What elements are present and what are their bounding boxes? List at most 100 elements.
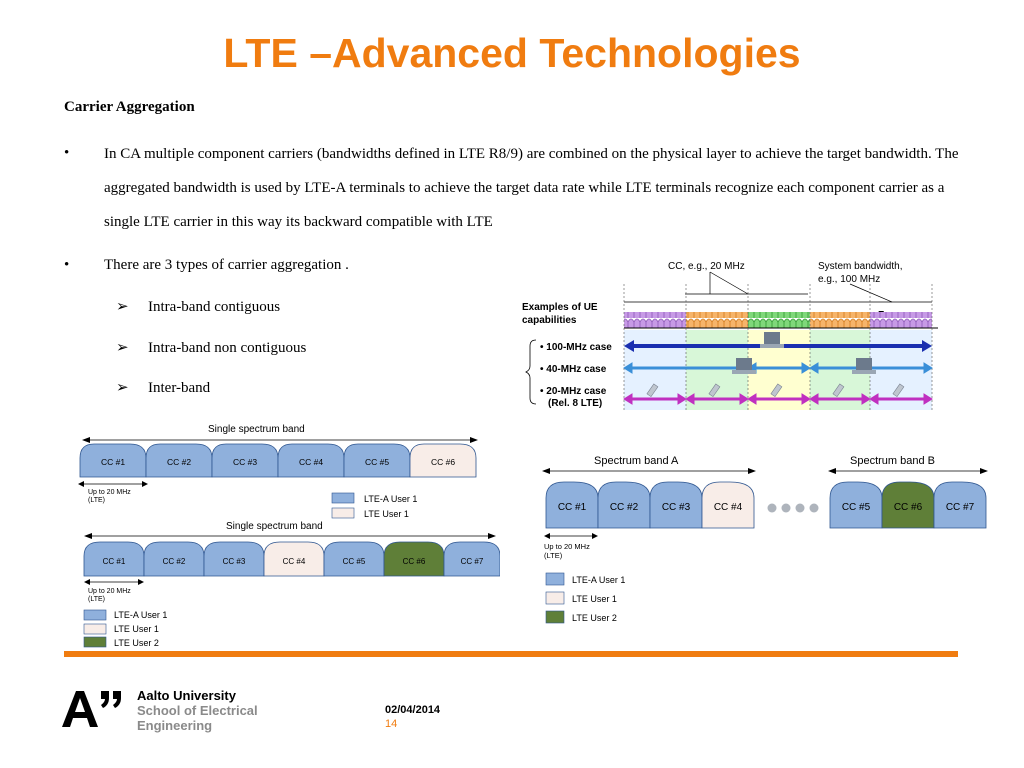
upto-label: Up to 20 MHz <box>544 542 590 551</box>
carrier-block-orange <box>686 312 748 328</box>
carrier-block-green <box>748 312 810 328</box>
bullet-text: In CA multiple component carriers (bandw… <box>104 146 959 230</box>
ue-capabilities-diagram: CC, e.g., 20 MHz System bandwidth, e.g.,… <box>522 261 938 410</box>
legend-label: LTE-A User 1 <box>114 610 167 620</box>
contiguous-ca-diagram: Single spectrum band CC #1 CC #2 CC #3 C… <box>78 424 478 519</box>
svg-text:CC #3: CC #3 <box>662 502 691 513</box>
upto-label-2: (LTE) <box>88 596 105 603</box>
arrow-bullet-icon: ➢ <box>116 340 129 356</box>
legend-swatch <box>331 492 355 504</box>
ue-examples-label-2: capabilities <box>522 315 577 326</box>
arrow-head-icon <box>980 468 988 474</box>
noncontiguous-ca-diagram: Single spectrum band CC #1 CC #2 CC #3 C… <box>83 521 500 648</box>
svg-text:CC #5: CC #5 <box>842 502 871 513</box>
cc-block: CC #7 <box>443 541 500 577</box>
cc-block: CC #1 <box>83 541 145 577</box>
cc-block: CC #5 <box>323 541 385 577</box>
arrow-head-icon <box>82 437 90 443</box>
svg-text:CC #6: CC #6 <box>431 457 455 467</box>
band-label: Single spectrum band <box>208 424 305 435</box>
legend-label: LTE User 1 <box>364 509 409 519</box>
phone-icon <box>892 383 905 398</box>
svg-text:CC #7: CC #7 <box>461 557 484 566</box>
cc-block: CC #6 <box>409 443 477 478</box>
bullet-marker: • <box>64 145 70 161</box>
laptop-icon <box>760 332 784 348</box>
svg-text:CC #2: CC #2 <box>610 502 639 513</box>
case-40mhz: • 40-MHz case <box>540 364 607 375</box>
cc-block: CC #4 <box>701 481 755 529</box>
bullet-text: There are 3 types of carrier aggregation… <box>104 257 349 273</box>
legend-label: LTE-A User 1 <box>572 575 625 585</box>
column-bg <box>870 330 932 410</box>
arrow-bullet-icon: ➢ <box>116 299 129 315</box>
cc-block: CC #6 <box>383 541 445 577</box>
legend-label: LTE-A User 1 <box>364 494 417 504</box>
cc-block: CC #5 <box>343 443 411 478</box>
svg-text:CC #4: CC #4 <box>714 502 743 513</box>
svg-text:CC #1: CC #1 <box>103 557 126 566</box>
cc-block: CC #3 <box>203 541 265 577</box>
ue-examples-label: Examples of UE <box>522 302 598 313</box>
legend-label: LTE User 1 <box>572 594 617 604</box>
legend-label: LTE User 2 <box>114 638 159 648</box>
arrow-head-icon <box>78 481 84 487</box>
phone-icon <box>708 383 721 398</box>
slide-title: LTE –Advanced Technologies <box>223 30 801 76</box>
cc-block: CC #7 <box>933 481 987 529</box>
sysbw-pointer-line <box>849 283 893 303</box>
school-name: School of Electrical <box>137 703 258 718</box>
svg-text:CC #5: CC #5 <box>343 557 366 566</box>
carrier-block-purple <box>870 312 932 328</box>
cc-block: CC #3 <box>211 443 279 478</box>
legend-swatch <box>83 623 107 635</box>
legend-swatch <box>545 572 565 586</box>
svg-text:CC #4: CC #4 <box>283 557 306 566</box>
arrow-head-icon <box>470 437 478 443</box>
case-100mhz: • 100-MHz case <box>540 342 612 353</box>
phone-icon <box>646 383 659 398</box>
cc-block: CC #1 <box>79 443 147 478</box>
svg-text:CC #3: CC #3 <box>223 557 246 566</box>
bullet-marker: • <box>64 257 70 273</box>
arrow-head-icon <box>84 579 90 585</box>
svg-text:CC #4: CC #4 <box>299 457 323 467</box>
arrow-head-icon <box>922 340 932 352</box>
svg-text:CC #7: CC #7 <box>946 502 975 513</box>
upto-label: Up to 20 MHz <box>88 489 131 496</box>
cc-block: CC #5 <box>829 481 883 529</box>
case-brace <box>525 339 537 405</box>
laptop-icon <box>732 358 756 374</box>
column-bg <box>624 330 686 410</box>
school-name-2: Engineering <box>137 718 213 733</box>
svg-text:CC #6: CC #6 <box>403 557 426 566</box>
cc-block: CC #2 <box>145 443 213 478</box>
svg-text:CC #2: CC #2 <box>163 557 186 566</box>
cc-block: CC #6 <box>881 481 935 529</box>
svg-text:CC #5: CC #5 <box>365 457 389 467</box>
cc-block: CC #4 <box>277 443 345 478</box>
arrow-head-icon <box>84 533 92 539</box>
upto-label-2: (LTE) <box>544 551 563 560</box>
legend-swatch <box>331 507 355 519</box>
carrier-block-purple <box>624 312 686 328</box>
slide-date: 02/04/2014 <box>385 704 441 716</box>
footer-rule <box>64 651 958 657</box>
bullet-2: • There are 3 types of carrier aggregati… <box>0 257 520 277</box>
arrow-head-icon <box>142 481 148 487</box>
legend-label: LTE User 1 <box>114 624 159 634</box>
legend-swatch <box>83 636 107 648</box>
section-heading: Carrier Aggregation <box>64 99 195 115</box>
system-bandwidth-label: System bandwidth, <box>818 261 903 272</box>
band-b-label: Spectrum band B <box>850 455 935 467</box>
case-20mhz-note: (Rel. 8 LTE) <box>548 398 602 409</box>
subitem-interband: ➢Inter-band <box>116 380 211 396</box>
phone-icon <box>770 383 783 398</box>
arrow-bullet-icon: ➢ <box>116 380 129 396</box>
svg-text:CC #6: CC #6 <box>894 502 923 513</box>
cc-block: CC #4 <box>263 541 325 577</box>
svg-text:CC #1: CC #1 <box>558 502 587 513</box>
cc-block: CC #3 <box>649 481 703 529</box>
upto-label: Up to 20 MHz <box>88 588 131 595</box>
arrow-head-icon <box>828 468 836 474</box>
